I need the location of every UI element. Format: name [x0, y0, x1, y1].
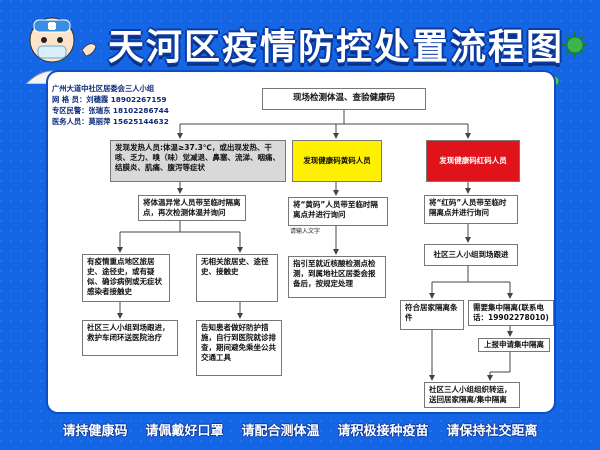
contact-role: 医务人员：	[52, 116, 89, 126]
text-placeholder-note: 请输入文字	[290, 228, 321, 235]
slogan-item: 请持健康码	[62, 423, 128, 439]
red-team-followup-box: 社区三人小组到场跟进	[424, 244, 518, 266]
page-title: 天河区疫情防控处置流程图	[108, 27, 565, 68]
yellow-isolation-box: 将“黄码”人员带至临时隔离点并进行询问	[288, 197, 388, 226]
virus-icon	[562, 32, 588, 58]
yellow-guidance-box: 指引至就近核酸检测点检测，到属地社区居委会报备后，按规定处理	[288, 256, 386, 298]
slogan-item: 请保持社交距离	[446, 423, 538, 439]
fever-box: 发现发热人员:体温≥37.3℃，或出现发热、干咳、乏力、嗅（味）觉减退、鼻塞、流…	[110, 140, 286, 182]
slogan-bar: 请持健康码 请佩戴好口罩 请配合测体温 请积极接种疫苗 请保持社交距离	[0, 414, 600, 444]
transfer-final-box: 社区三人小组组织转运，送回居家隔离/集中隔离	[424, 382, 520, 408]
contact-name: 张瑞东	[88, 105, 111, 115]
history-positive-box: 有疫情重点地区旅居史、途径史，或有疑似、确诊病例或无症状感染者接触史	[82, 254, 170, 302]
self-visit-advice-box: 告知患者做好防护措施，自行到医院就诊排查，期间避免乘坐公共交通工具	[196, 320, 282, 376]
slogan-item: 请积极接种疫苗	[337, 423, 429, 439]
start-box: 现场检测体温、查验健康码	[262, 88, 426, 110]
red-code-box: 发现健康码红码人员	[426, 140, 520, 182]
yellow-code-box: 发现健康码黄码人员	[292, 140, 382, 182]
contact-row: 专区民警：张瑞东 18102286744	[52, 106, 188, 117]
contact-phone: 18102286744	[112, 105, 169, 115]
contact-phone: 18902267159	[110, 94, 167, 104]
red-isolation-box: 将“红码”人员带至临时隔离点并进行询问	[424, 195, 518, 224]
history-negative-box: 无相关旅居史、途径史、接触史	[196, 254, 278, 302]
central-isolation-box: 需要集中隔离(联系电话：19902278010)	[468, 300, 554, 326]
contact-name: 莫丽萍	[88, 116, 111, 126]
slogan-item: 请配合测体温	[241, 423, 320, 439]
contact-row: 医务人员：莫丽萍 15625144632	[52, 117, 188, 128]
home-isolation-box: 符合居家隔离条件	[400, 300, 464, 330]
contact-name: 刘穗霞	[86, 94, 109, 104]
fever-isolation-box: 将体温异常人员带至临时隔离点，再次检测体温并询问	[138, 195, 246, 221]
team-transfer-box: 社区三人小组到场跟进，救护车闭环送医院治疗	[82, 320, 178, 356]
contact-role: 专区民警：	[52, 105, 89, 115]
apply-central-box: 上报申请集中隔离	[478, 338, 550, 352]
contact-block: 广州大道中社区居委会三人小组 网 格 员：刘穗霞 18902267159 专区民…	[52, 84, 188, 128]
contact-role: 网 格 员：	[52, 94, 87, 104]
contact-phone: 15625144632	[112, 116, 169, 126]
contact-row: 网 格 员：刘穗霞 18902267159	[52, 95, 188, 106]
slogan-item: 请佩戴好口罩	[145, 423, 224, 439]
contact-heading: 广州大道中社区居委会三人小组	[52, 84, 155, 93]
